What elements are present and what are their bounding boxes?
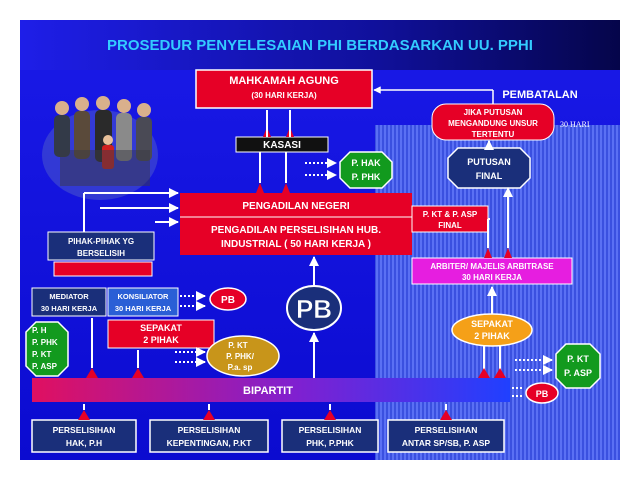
arrow-head-icon (132, 368, 144, 378)
pengadilan-phi-box (180, 217, 412, 255)
p-kt-asp-final-line2: FINAL (438, 221, 462, 230)
mediator-line2: 30 HARI KERJA (41, 304, 98, 313)
arrow-head-icon (78, 410, 90, 420)
page-title: PROSEDUR PENYELESAIAN PHI BERDASARKAN UU… (107, 37, 533, 54)
pb-oval-small (209, 287, 247, 311)
pengadilan-negeri-label: PENGADILAN NEGERI (242, 201, 349, 212)
green-left-line2: P. PHK (32, 338, 58, 347)
bottom-box-2: PERSELISIHAN KEPENTINGAN, P.KT (149, 419, 269, 453)
bottom-box-2-line2: KEPENTINGAN, P.KT (167, 438, 253, 448)
p-kt-oval-line1: P. KT (228, 341, 248, 350)
bottom-box-1: PERSELISIHAN HAK, P.H (31, 419, 137, 453)
arbiter-line1: ARBITER/ MAJELIS ARBITRASE (430, 262, 554, 271)
arrow-head-icon (203, 410, 215, 420)
putusan-final-box (447, 147, 531, 189)
mediator-line1: MEDIATOR (49, 292, 89, 301)
bottom-box-1-line2: HAK, P.H (66, 438, 102, 448)
pihak-line2: BERSELISIH (77, 249, 125, 258)
bottom-box-3-line2: PHK, P.PHK (306, 438, 354, 448)
putusan-final-line2: FINAL (476, 171, 503, 181)
jika-putusan-line2: MENGANDUNG UNSUR (448, 119, 538, 128)
arrow-head-icon (504, 248, 512, 258)
green-left-line3: P. KT (32, 350, 52, 359)
mahkamah-duration: (30 HARI KERJA) (251, 91, 317, 100)
pb-small-right-label: PB (536, 389, 549, 399)
green-right-line2: P. ASP (564, 368, 592, 378)
kasasi-label: KASASI (263, 140, 301, 151)
arbiter-line2: 30 HARI KERJA (462, 273, 522, 282)
pb-small-label: PB (221, 295, 235, 306)
pengadilan-phi-line1: PENGADILAN PERSELISIHAN HUB. (211, 225, 381, 236)
mahkamah-agung-box (195, 69, 373, 109)
jika-putusan-line1: JIKA PUTUSAN (464, 108, 523, 117)
green-right-line1: P. KT (567, 354, 589, 364)
p-hak-octagon (339, 151, 393, 189)
pihak-box (47, 231, 155, 261)
green-octagon-left (25, 321, 69, 377)
p-kt-asp-final-line1: P. KT & P. ASP (423, 210, 478, 219)
sepakat-left-line2: 2 PIHAK (143, 335, 179, 345)
arrow-head-icon (440, 410, 452, 420)
bottom-box-3-line1: PERSELISIHAN (299, 425, 362, 435)
pihak-line1: PIHAK-PIHAK YG (68, 237, 134, 246)
arrow-head-icon (282, 183, 290, 193)
p-kt-oval (206, 335, 280, 377)
p-hak-line1: P. HAK (351, 158, 381, 168)
bipartit-bar (32, 378, 510, 402)
pb-big-label: PB (296, 294, 332, 324)
bottom-box-1-line1: PERSELISIHAN (53, 425, 116, 435)
sepakat-left-box (107, 319, 215, 349)
arrow-head-icon (324, 410, 336, 420)
pengadilan-phi-line2: INDUSTRIAL ( 50 HARI KERJA ) (221, 239, 371, 250)
arrow-head-icon (478, 368, 490, 378)
kasasi-box (235, 136, 329, 153)
pembatalan-label: PEMBATALAN (502, 89, 577, 101)
green-left-line4: P. ASP (32, 362, 58, 371)
sepakat-right-line2: 2 PIHAK (474, 331, 510, 341)
bottom-box-4-line1: PERSELISIHAN (415, 425, 478, 435)
title-band (20, 20, 620, 70)
p-kt-oval-line3: P.a. sp (228, 363, 253, 372)
konsiliator-box (107, 287, 179, 317)
arbiter-box (411, 257, 573, 285)
bottom-box-4-line2: ANTAR SP/SB, P. ASP (402, 438, 490, 448)
green-left-line1: P. H (32, 326, 47, 335)
green-octagon-right (555, 343, 601, 389)
pengadilan-negeri-box (180, 193, 412, 217)
jika-putusan-line3: TERTENTU (472, 130, 515, 139)
p-kt-asp-final-box (411, 205, 489, 233)
sepakat-right-line1: SEPAKAT (471, 319, 513, 329)
arrow-head-icon (484, 248, 492, 258)
pb-oval-small-right (525, 382, 559, 404)
putusan-final-line1: PUTUSAN (467, 157, 511, 167)
red-strip (53, 261, 153, 277)
arrow-head-icon (86, 368, 98, 378)
konsiliator-line2: 30 HARI KERJA (115, 304, 172, 313)
mahkamah-title: MAHKAMAH AGUNG (229, 75, 339, 87)
bottom-box-2-line1: PERSELISIHAN (178, 425, 241, 435)
p-hak-line2: P. PHK (352, 172, 381, 182)
people-illustration (42, 96, 158, 200)
30-hari-note: 30 HARI (560, 120, 590, 129)
bipartit-label: BIPARTIT (243, 385, 293, 397)
konsiliator-line1: KONSILIATOR (118, 292, 170, 301)
p-kt-oval-line2: P. PHK/ (226, 352, 255, 361)
arrow-head-icon (256, 183, 264, 193)
mediator-box (31, 287, 107, 317)
sepakat-left-line1: SEPAKAT (140, 323, 182, 333)
arrow-head-icon (494, 368, 506, 378)
bottom-box-4: PERSELISIHAN ANTAR SP/SB, P. ASP (387, 419, 505, 453)
bottom-box-3: PERSELISIHAN PHK, P.PHK (281, 419, 379, 453)
